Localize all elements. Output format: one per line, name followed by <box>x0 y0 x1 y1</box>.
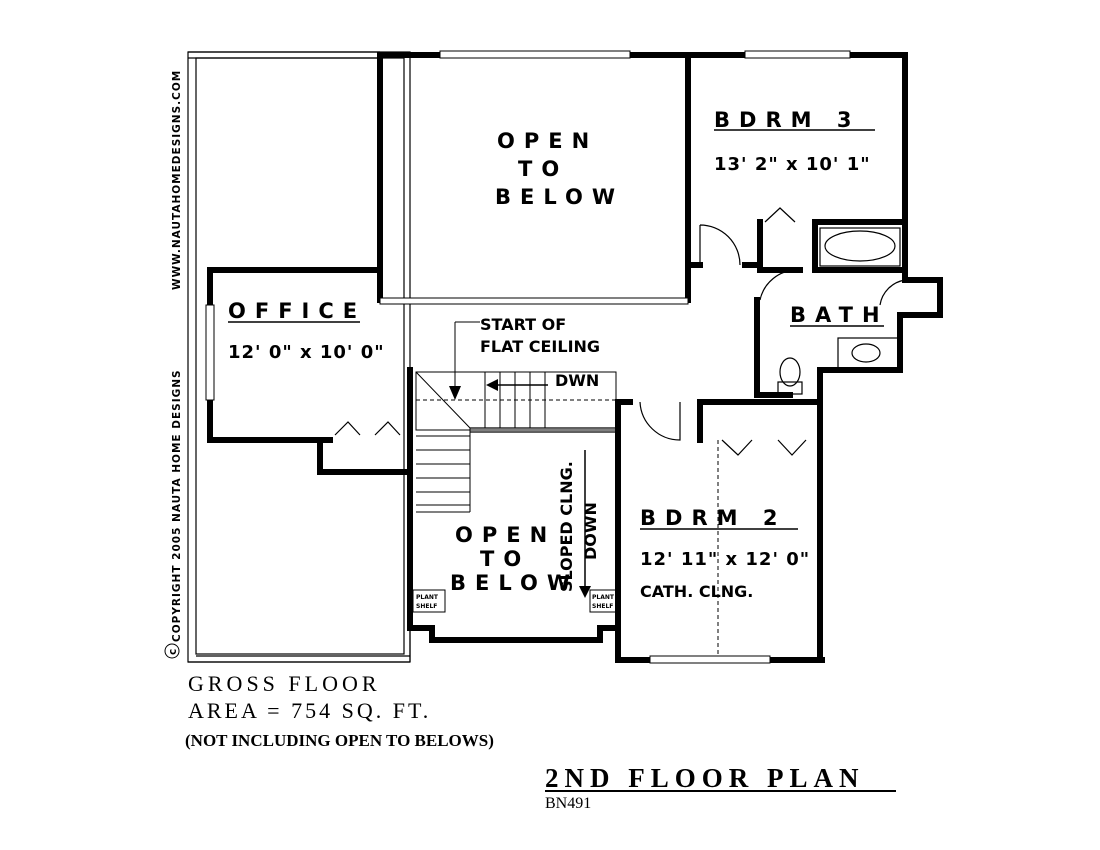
open-below-top-line3: BELOW <box>495 185 624 209</box>
copyright-symbol-circle <box>164 643 180 659</box>
start-flat-ceiling-line2: FLAT CEILING <box>480 337 600 356</box>
sloped-ceiling-line1: SLOPED CLNG. <box>557 461 576 592</box>
plant-shelf-left-line1: PLANT <box>416 594 439 601</box>
bdrm2-note: CATH. CLNG. <box>640 582 753 601</box>
open-below-bottom-line1: OPEN <box>455 523 556 547</box>
plan-title: 2ND FLOOR PLAN <box>545 763 865 793</box>
outer-boundary <box>187 51 411 663</box>
plant-shelf-right <box>589 589 619 613</box>
gross-area-line2: AREA = 754 SQ. FT. <box>188 698 431 723</box>
sloped-ceiling-line2: DOWN <box>581 502 600 560</box>
website-text: WWW.NAUTAHOMEDESIGNS.COM <box>171 70 183 290</box>
open-below-top-line2: TO <box>518 157 568 181</box>
bath-fixtures <box>777 227 901 395</box>
plant-shelf-left <box>412 589 446 613</box>
open-below-top-line1: OPEN <box>497 129 598 153</box>
sloped-ceiling-arrow <box>579 450 591 598</box>
bdrm3-size: 13' 2" x 10' 1" <box>714 154 871 175</box>
plant-shelf-left-line2: SHELF <box>416 603 437 610</box>
bdrm2-name: BDRM 2 <box>640 506 786 530</box>
gross-area-note: (NOT INCLUDING OPEN TO BELOWS) <box>185 731 494 750</box>
bath-name: BATH <box>790 303 889 327</box>
office-size: 12' 0" x 10' 0" <box>228 342 385 363</box>
walls <box>205 50 943 664</box>
staircase <box>415 371 618 513</box>
gross-area-line1: GROSS FLOOR <box>188 671 381 696</box>
plan-code: BN491 <box>545 795 591 812</box>
stair-down-label: DWN <box>555 371 599 390</box>
doors <box>334 207 906 655</box>
bdrm3-name: BDRM 3 <box>714 108 860 132</box>
copyright-text: COPYRIGHT 2005 NAUTA HOME DESIGNS <box>171 369 183 642</box>
plant-shelf-right-line2: SHELF <box>592 603 613 610</box>
plant-shelf-right-line1: PLANT <box>592 594 615 601</box>
open-below-bottom-line3: BELOW <box>450 571 579 595</box>
copyright-symbol: c <box>167 648 179 655</box>
office-name: OFFICE <box>228 299 366 323</box>
start-flat-ceiling-line1: START OF <box>480 315 566 334</box>
bdrm2-size: 12' 11" x 12' 0" <box>640 549 810 570</box>
flat-ceiling-leader <box>449 321 480 400</box>
open-below-bottom-line2: TO <box>480 547 530 571</box>
